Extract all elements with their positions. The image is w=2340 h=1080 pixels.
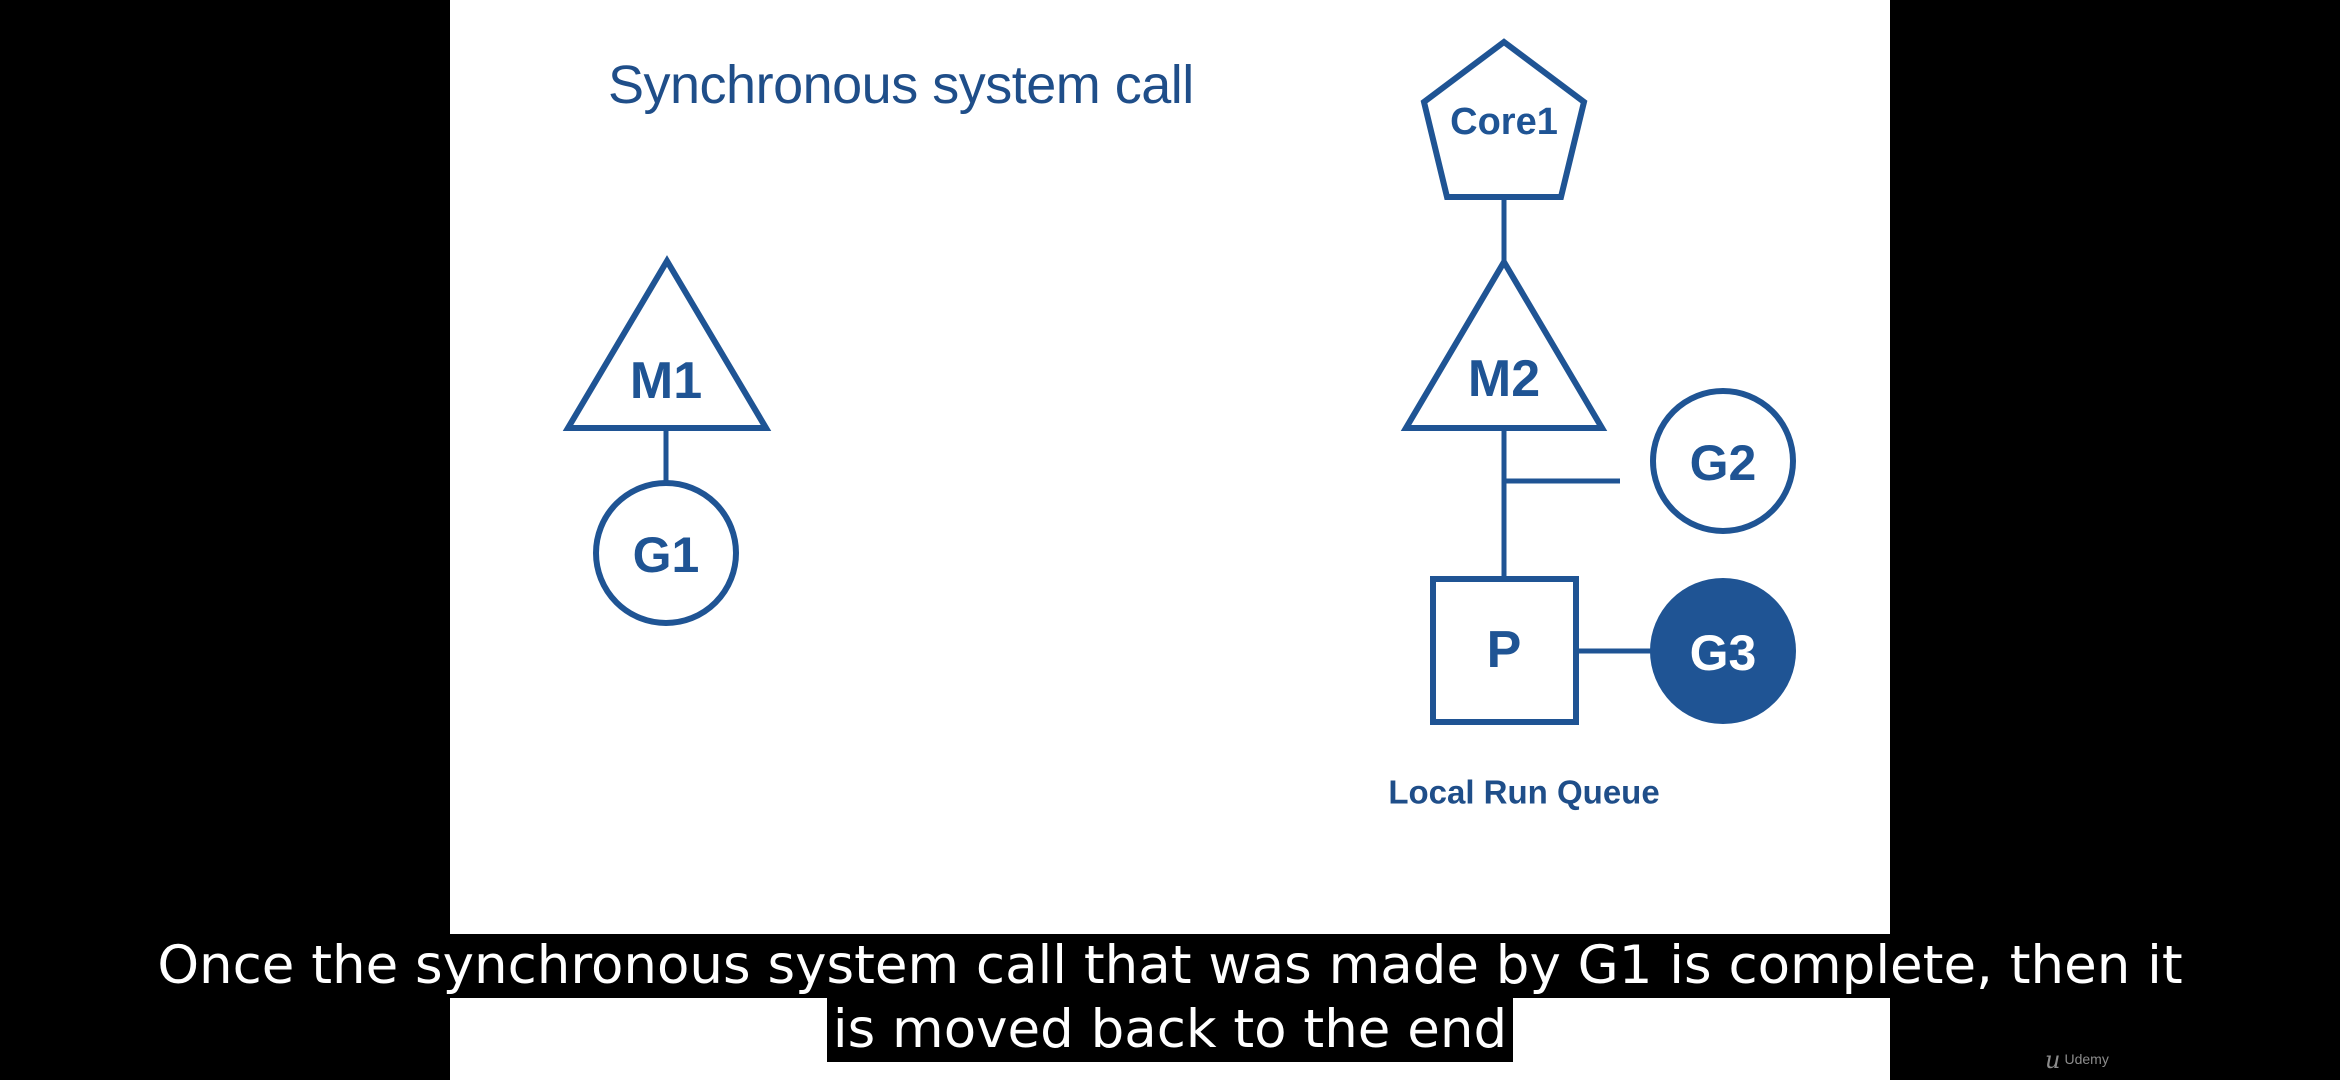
watermark-text: Udemy xyxy=(2064,1051,2109,1067)
local-run-queue-label: Local Run Queue xyxy=(1388,774,1659,811)
g2-circle xyxy=(1650,388,1796,534)
subtitle-line-1: Once the synchronous system call that wa… xyxy=(151,934,2189,998)
m1-triangle xyxy=(562,255,772,431)
p-square xyxy=(1430,576,1579,725)
core1-pentagon xyxy=(1420,38,1588,200)
slide-title: Synchronous system call xyxy=(608,55,1194,115)
m1-label: M1 xyxy=(630,352,702,410)
udemy-logo-icon: u xyxy=(2045,1046,2061,1074)
subtitle-captions: Once the synchronous system call that wa… xyxy=(0,934,2340,1062)
m2-triangle xyxy=(1400,256,1608,431)
slide: Synchronous system call Core1 M1 M2 G1 G… xyxy=(450,0,1890,1080)
scheduler-diagram: Core1 M1 M2 G1 G2 P G3 Local Run Queue xyxy=(562,38,1796,811)
g1-circle xyxy=(593,480,739,626)
g2-label: G2 xyxy=(1690,435,1757,491)
p-label: P xyxy=(1487,621,1522,679)
subtitle-line-2: is moved back to the end xyxy=(826,998,1514,1062)
m2-label: M2 xyxy=(1468,350,1540,408)
g3-circle xyxy=(1650,578,1796,724)
g1-label: G1 xyxy=(633,527,700,583)
g3-label: G3 xyxy=(1690,625,1757,681)
core1-label: Core1 xyxy=(1450,101,1558,143)
